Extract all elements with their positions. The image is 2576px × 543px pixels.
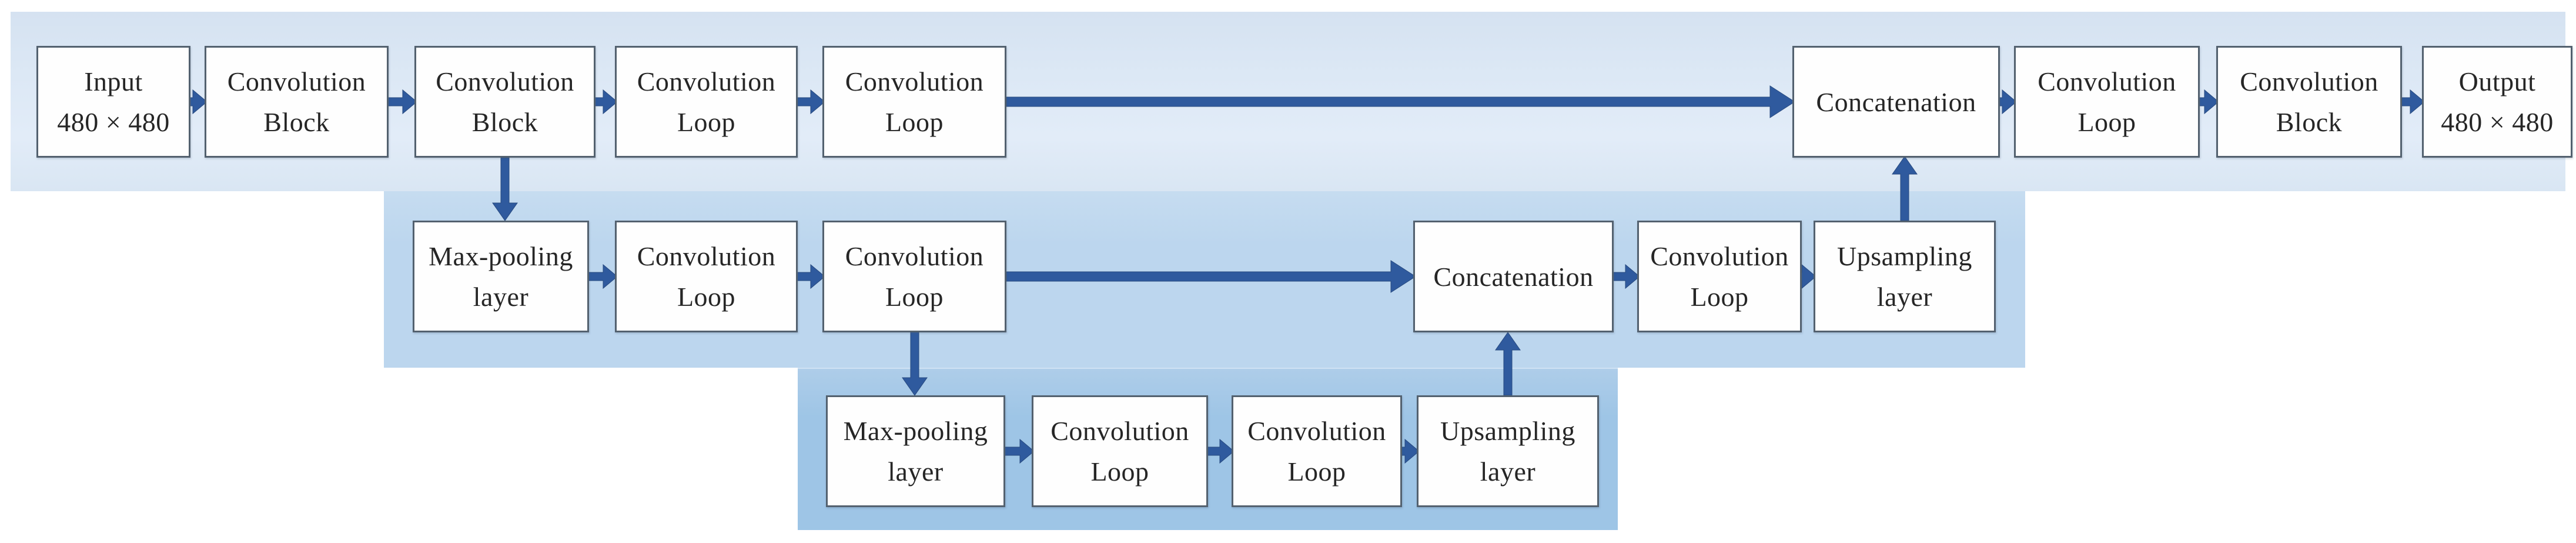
node-label: Concatenation [1816, 86, 1976, 117]
node-conv-loop-1: Convolution Loop [615, 46, 798, 158]
node-concatenation-2: Concatenation [1413, 221, 1614, 332]
arrow-conv-loop-5-down-to-max-pooling-2 [902, 331, 928, 396]
node-label: Convolution Loop [1051, 416, 1189, 487]
node-conv-block-1: Convolution Block [205, 46, 389, 158]
node-conv-loop-3: Convolution Loop [2014, 46, 2200, 158]
arrow-conv-loop-3-to-conv-block-3 [2198, 89, 2219, 115]
arrow-conv-block-2-down-to-max-pooling-1 [492, 157, 518, 221]
node-label: Convolution Loop [2038, 66, 2176, 137]
node-label: Convolution Loop [637, 241, 776, 312]
arrow-conv-loop-2-to-concatenation-1 [1006, 85, 1795, 118]
node-conv-loop-7: Convolution Loop [1032, 395, 1208, 507]
node-label: Convolution Loop [637, 66, 776, 137]
arrow-conv-block-3-to-output [2400, 89, 2425, 115]
node-output: Output 480 × 480 [2422, 46, 2572, 158]
arrow-conv-loop-5-to-concatenation-2 [1006, 260, 1416, 293]
node-input: Input 480 × 480 [36, 46, 190, 158]
node-conv-loop-5: Convolution Loop [822, 221, 1006, 332]
node-label: Concatenation [1433, 261, 1594, 292]
arrow-conv-loop-1-to-conv-loop-2 [796, 89, 825, 115]
node-conv-block-3: Convolution Block [2216, 46, 2402, 158]
node-label: Convolution Block [436, 66, 574, 137]
node-label: Upsampling layer [1837, 241, 1972, 312]
arrow-conv-loop-4-to-conv-loop-5 [796, 264, 825, 289]
arrow-conv-block-2-to-conv-loop-1 [594, 89, 618, 115]
node-label: Output 480 × 480 [2441, 66, 2554, 137]
node-label: Convolution Loop [1650, 241, 1789, 312]
node-conv-loop-8: Convolution Loop [1232, 395, 1402, 507]
node-conv-loop-6: Convolution Loop [1637, 221, 1802, 332]
arrow-conv-loop-7-to-conv-loop-8 [1206, 438, 1235, 464]
node-conv-block-2: Convolution Block [414, 46, 596, 158]
node-conv-loop-4: Convolution Loop [615, 221, 798, 332]
node-label: Convolution Block [2240, 66, 2378, 137]
node-label: Convolution Block [227, 66, 366, 137]
arrow-max-pooling-1-to-conv-loop-4 [587, 264, 618, 289]
node-label: Max-pooling layer [843, 416, 988, 487]
node-max-pooling-2: Max-pooling layer [826, 395, 1005, 507]
arrow-conv-block-1-to-conv-block-2 [387, 89, 417, 115]
arrow-concatenation-2-to-conv-loop-6 [1612, 264, 1640, 289]
node-upsampling-2: Upsampling layer [1417, 395, 1599, 507]
arrow-upsampling-2-up-to-concatenation-2 [1495, 332, 1521, 396]
node-max-pooling-1: Max-pooling layer [413, 221, 589, 332]
node-label: Input 480 × 480 [57, 66, 170, 137]
node-concatenation-1: Concatenation [1792, 46, 2000, 158]
node-label: Convolution Loop [845, 241, 984, 312]
arrow-max-pooling-2-to-conv-loop-7 [1003, 438, 1035, 464]
node-upsampling-1: Upsampling layer [1814, 221, 1996, 332]
node-label: Max-pooling layer [429, 241, 573, 312]
node-conv-loop-2: Convolution Loop [822, 46, 1006, 158]
arrow-upsampling-1-up-to-concatenation-1 [1892, 156, 1918, 221]
node-label: Upsampling layer [1440, 416, 1575, 487]
node-label: Convolution Loop [1247, 416, 1386, 487]
node-label: Convolution Loop [845, 66, 984, 137]
